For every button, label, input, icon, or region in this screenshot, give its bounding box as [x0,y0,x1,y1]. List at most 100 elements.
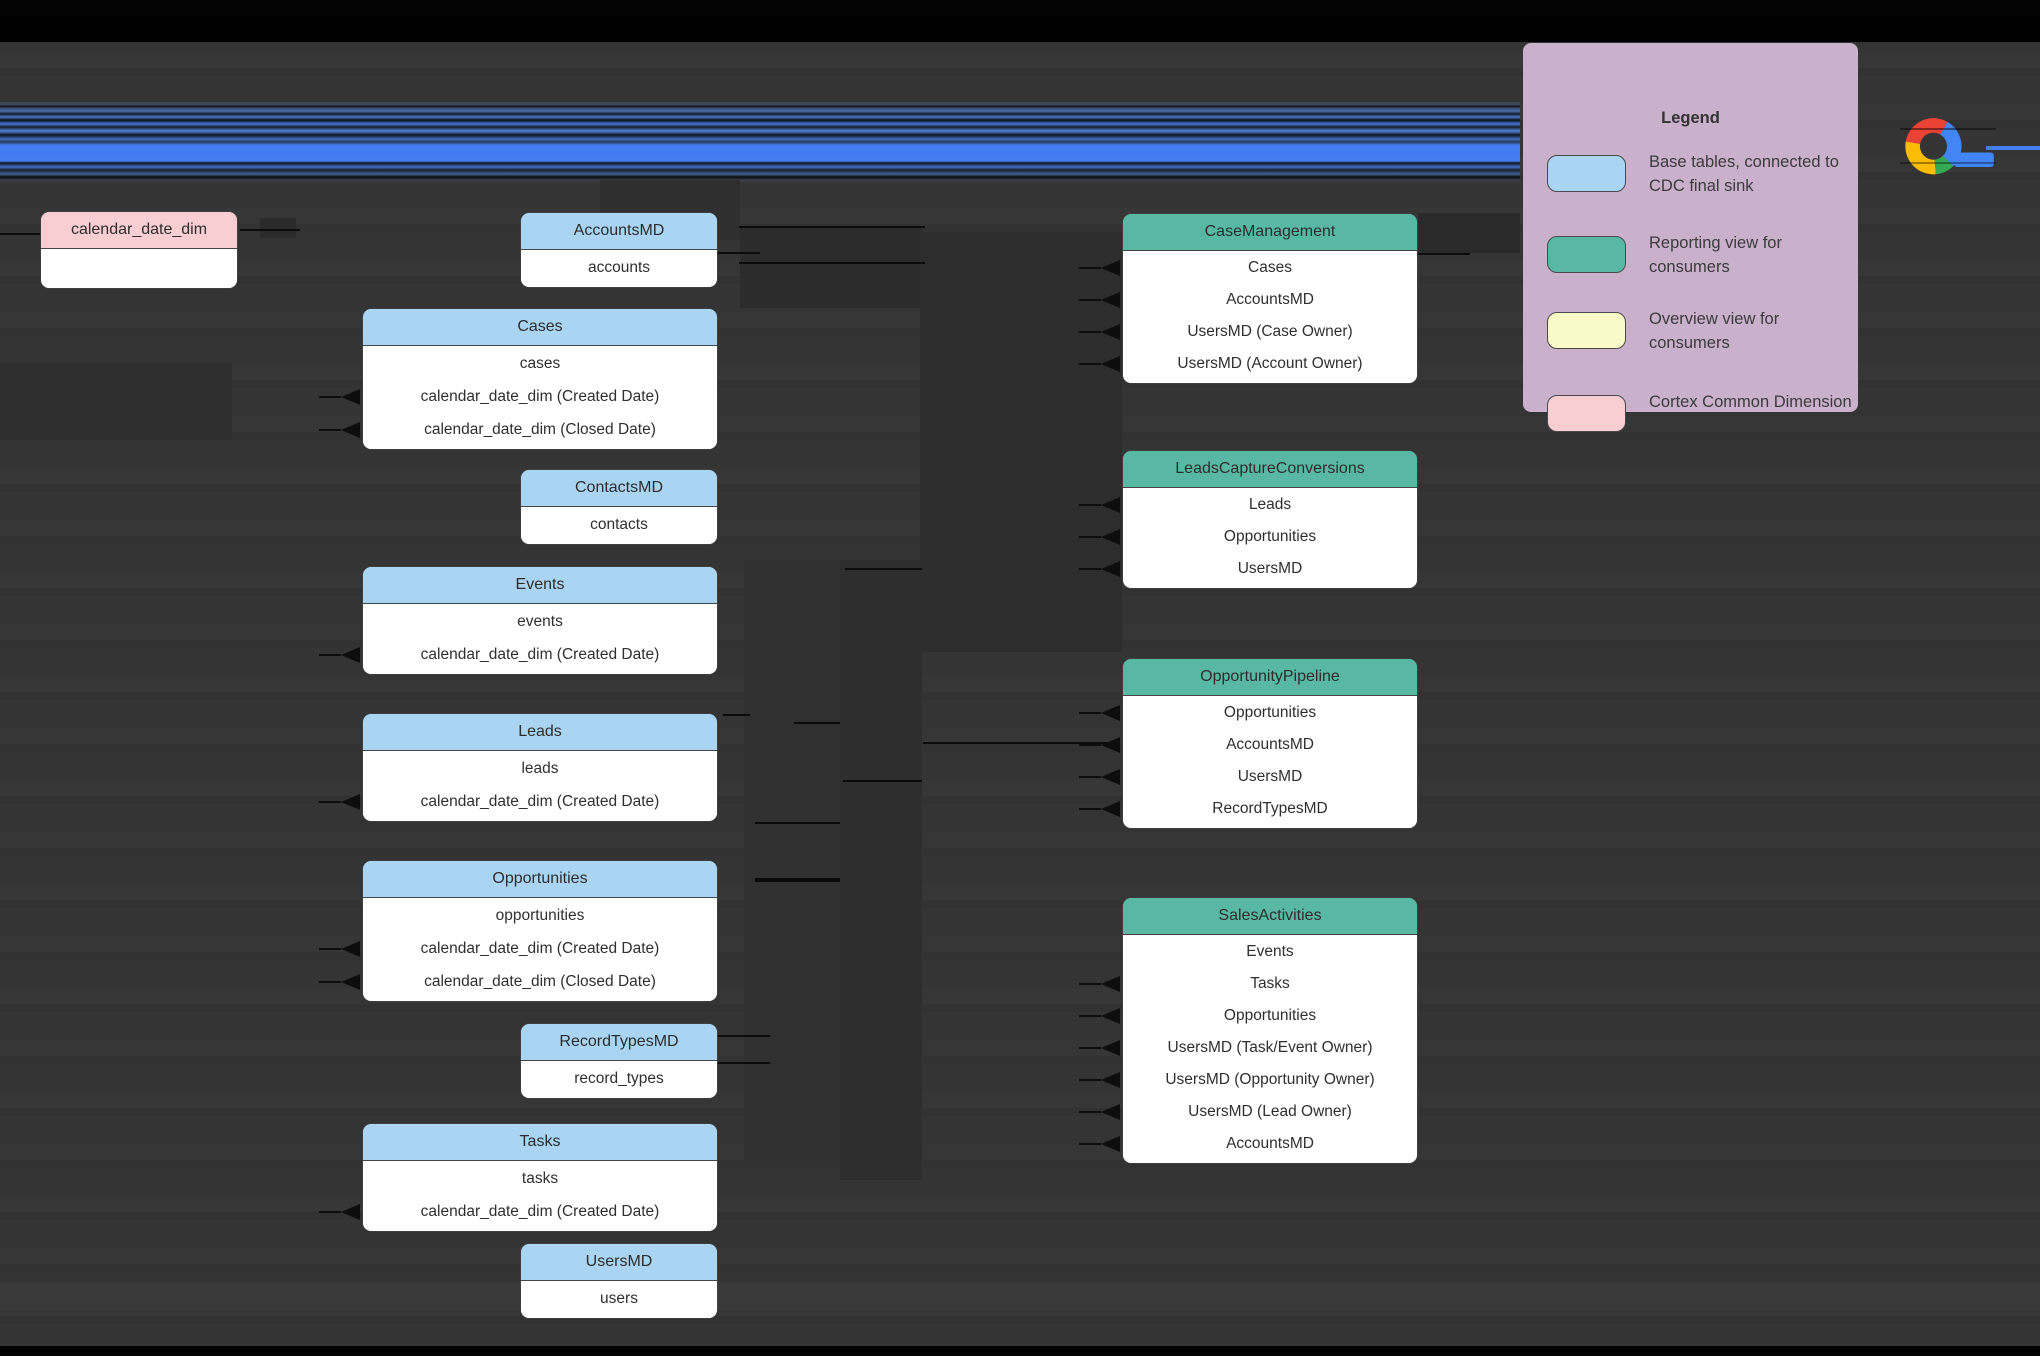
connector-artifact [744,560,840,1160]
table-body: record_types [521,1061,717,1098]
view-row: UsersMD [1079,761,1417,793]
connector-line [240,229,300,231]
logo-stripe-artifact [1900,128,1996,130]
view-row: Cases [1079,252,1417,284]
table-header: Opportunities [363,861,717,898]
table-row: calendar_date_dim (Closed Date) [319,413,717,446]
table-row: calendar_date_dim (Closed Date) [319,965,717,998]
table-row: leads [521,759,559,777]
view-row: UsersMD (Task/Event Owner) [1079,1032,1417,1064]
view-row: Opportunities [1079,1000,1417,1032]
view-row: UsersMD (Case Owner) [1079,316,1417,348]
connector-line [843,780,922,782]
table-body: contacts [521,507,717,544]
table-header: AccountsMD [521,213,717,250]
connector-line [739,262,925,264]
table-row: calendar_date_dim (Created Date) [319,932,717,965]
table-row: calendar_date_dim (Created Date) [319,638,717,671]
legend-swatch-overview-view [1547,312,1626,349]
table-body: opportunities calendar_date_dim (Created … [319,898,717,1001]
connector-line [718,1062,770,1064]
connector-artifact [840,560,922,1180]
table-header: Cases [363,309,717,346]
legend-swatch-base-table [1547,155,1626,192]
table-row: accounts [587,258,651,276]
view-row: RecordTypesMD [1079,793,1417,825]
table-row: cases [519,354,561,372]
table-calendar-date-dim: calendar_date_dim [40,211,238,289]
view-row: Opportunities [1079,521,1417,553]
connector-line [845,568,922,570]
legend-title: Legend [1661,109,1720,127]
google-cloud-logo [1905,118,1994,175]
table-row: users [600,1289,638,1307]
table-body [41,249,237,288]
table-header: calendar_date_dim [41,212,237,249]
connector-line [794,722,840,724]
connector-line [755,822,840,824]
table-usersmd: UsersMD users [520,1243,718,1319]
table-header: Tasks [363,1124,717,1161]
logo-stripe-artifact [1900,162,1996,164]
table-recordtypesmd: RecordTypesMD record_types [520,1023,718,1099]
legend-item-label: Cortex Common Dimension [1649,393,1852,411]
bottom-redaction-bar [0,1346,2040,1356]
table-leads: Leads leads calendar_date_dim (Created Da… [319,713,718,822]
table-row: tasks [521,1169,559,1187]
logo-stripe-artifact [1986,146,2040,150]
table-header: RecordTypesMD [521,1024,717,1061]
view-row: Opportunities [1079,697,1417,729]
table-header: Events [363,567,717,604]
connector-line [755,878,840,882]
table-row: events [517,612,563,630]
table-row: contacts [590,515,648,533]
redaction-stripe-band [0,102,1520,183]
view-row: AccountsMD [1079,1128,1417,1160]
table-body: cases calendar_date_dim (Created Date)cal… [319,346,717,449]
connector-artifact [1418,213,1520,253]
view-row: Leads [1079,489,1417,521]
table-header: Leads [363,714,717,751]
connector-artifact [0,362,232,440]
connector-line [718,252,760,254]
table-cases: Cases cases calendar_date_dim (Created Da… [319,308,718,450]
table-header: ContactsMD [521,470,717,507]
table-row [41,250,237,285]
connector-line [723,714,750,716]
table-events: Events events calendar_date_dim (Created … [319,566,718,675]
view-header: SalesActivities [1123,898,1417,935]
connector-line [739,226,925,228]
legend-swatch-reporting-view [1547,236,1626,273]
view-header: CaseManagement [1123,214,1417,251]
view-row: UsersMD [1079,553,1417,585]
table-row: calendar_date_dim (Created Date) [319,380,717,413]
view-row: Events [1246,943,1294,960]
view-row: AccountsMD [1079,284,1417,316]
table-row: calendar_date_dim (Created Date) [319,785,717,818]
connector-line [718,1035,770,1037]
table-accountsmd: AccountsMD accounts [520,212,718,288]
table-body: users [521,1281,717,1318]
table-row: opportunities [495,906,585,924]
table-opportunities: Opportunities opportunities calendar_date… [319,860,718,1002]
legend-item-label: Reporting view for consumers [1649,234,1782,276]
view-row: UsersMD (Lead Owner) [1079,1096,1417,1128]
view-row: Tasks [1079,968,1417,1000]
view-row: UsersMD (Account Owner) [1079,348,1417,380]
connector-artifact [920,232,1122,652]
view-header: OpportunityPipeline [1123,659,1417,696]
table-body: leads calendar_date_dim (Created Date) [319,751,717,821]
table-body: events calendar_date_dim (Created Date) [319,604,717,674]
top-redaction-bar [0,0,2040,42]
view-row: AccountsMD [1079,729,1417,761]
